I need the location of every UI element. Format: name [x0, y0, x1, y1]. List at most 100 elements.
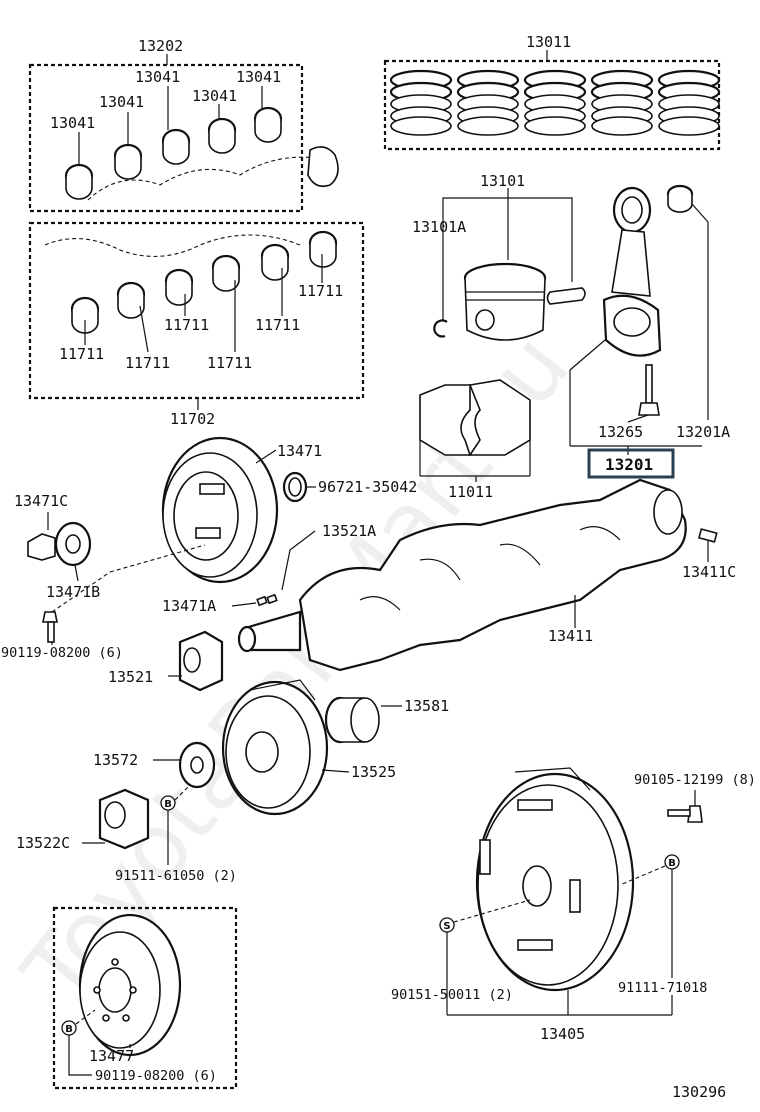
crank-timing-gear: 13521: [108, 630, 224, 692]
thrust-washers: 11011: [419, 379, 531, 501]
bearing-shell: [253, 106, 283, 143]
piston-ring-set: 13011: [383, 33, 721, 151]
label-13041: 13041: [135, 68, 180, 86]
label-13572: 13572: [93, 751, 138, 769]
bearing-shell: [113, 143, 143, 180]
marker-b-91511: B 91511-61050 (2): [115, 784, 237, 884]
drive-plate: 13405: [475, 767, 635, 1043]
crank-sleeve: 13581: [324, 696, 449, 744]
label-13201: 13201: [605, 455, 653, 474]
piston-ring: [591, 116, 653, 136]
label-11011: 11011: [448, 483, 493, 501]
piston-ring: [658, 116, 720, 136]
crank-pin: 13411C: [682, 528, 736, 581]
label-90119-08200-bottom: 90119-08200 (6): [95, 1068, 217, 1084]
label-13202: 13202: [138, 37, 183, 55]
label-13041: 13041: [236, 68, 281, 86]
connecting-rod: [602, 186, 662, 357]
highlight-box-13201: [587, 448, 675, 479]
label-91111-71018: 91111-71018: [618, 980, 707, 996]
piston-ring-stack: [523, 69, 587, 136]
piston: [463, 262, 547, 341]
label-90105-12199: 90105-12199 (8): [634, 772, 756, 788]
oil-pump-drive-pulley: 13525: [221, 679, 396, 816]
bearing-shell: [161, 128, 191, 165]
upper-bearing-box: [28, 63, 304, 213]
bearing-shell: [116, 281, 146, 319]
crankshaft: 13411: [237, 478, 687, 672]
label-13471B: 13471B: [46, 583, 100, 601]
crank-damper-pulley: 13471: [161, 436, 322, 584]
marker-b-text: B: [65, 1024, 73, 1035]
label-13525: 13525: [351, 763, 396, 781]
crank-silhouette: [87, 156, 331, 201]
label-13471C: 13471C: [14, 492, 68, 510]
piston-assembly: 13101 13101A: [412, 172, 730, 479]
label-11711: 11711: [125, 354, 170, 372]
label-13265: 13265: [598, 423, 643, 441]
label-90119-08200-top: 90119-08200 (6): [1, 645, 123, 661]
label-13041: 13041: [50, 114, 95, 132]
label-11702: 11702: [170, 410, 215, 428]
label-11711: 11711: [255, 316, 300, 334]
label-96721-35042: 96721-35042: [318, 478, 417, 496]
label-11711: 11711: [164, 316, 209, 334]
marker-s-text: S: [443, 921, 450, 932]
ring-stacks: [389, 69, 721, 136]
piston-ring-stack: [389, 69, 453, 136]
lower-bearing-group: 11711 11711 11711 11711 11711 11711 1170…: [28, 221, 365, 428]
bearing-shell: [260, 243, 290, 281]
piston-ring: [524, 116, 586, 136]
label-13101A: 13101A: [412, 218, 466, 236]
woodruff-keys: 13521A 13471A: [162, 522, 376, 615]
label-13521A: 13521A: [322, 522, 376, 540]
piston-ring-stack: [590, 69, 654, 136]
label-13405: 13405: [540, 1025, 585, 1043]
lower-pulley-box-frame: [52, 906, 238, 1090]
drive-plate-bolt: 90105-12199 (8): [634, 772, 756, 823]
pulley-seal-ring: 96721-35042: [282, 471, 417, 503]
piston-pin: [546, 287, 586, 305]
label-13101: 13101: [480, 172, 525, 190]
pulley-bolt: 90119-08200 (6): [1, 571, 123, 661]
upper-bearing-group: 13202 13041 13041 13041 13041 13041: [28, 37, 339, 213]
crank-gear-c: 13522C: [16, 788, 150, 852]
conrod-bolt: [638, 364, 660, 416]
label-90151-50011: 90151-50011 (2): [391, 987, 513, 1003]
piston-ring-stack: [456, 69, 520, 136]
bearing-shell: [308, 230, 338, 268]
crank-silhouette-lower: [44, 234, 301, 257]
marker-b-91111: B 91111-71018: [618, 854, 707, 996]
label-13201A: 13201A: [676, 423, 730, 441]
label-13041: 13041: [192, 87, 237, 105]
label-11711: 11711: [59, 345, 104, 363]
bearing-shell: [211, 254, 241, 292]
marker-b-text: B: [668, 858, 676, 869]
marker-s-90151: S 90151-50011 (2): [391, 899, 673, 1016]
crank-end-shape: [307, 146, 339, 188]
crank-plate: 13572: [93, 741, 216, 789]
lower-pulley-box: 13477 B 90119-08200 (6): [52, 906, 238, 1090]
label-91511-61050: 91511-61050 (2): [115, 868, 237, 884]
piston-ring: [390, 116, 452, 136]
marker-b-text: B: [164, 799, 172, 810]
bearing-shell: [207, 117, 237, 154]
label-13041: 13041: [99, 93, 144, 111]
piston-ring-stack: [657, 69, 721, 136]
label-13471: 13471: [277, 442, 322, 460]
label-13411C: 13411C: [682, 563, 736, 581]
bearing-shell: [64, 163, 94, 200]
snap-ring: [433, 319, 448, 338]
conrod-bearing: [666, 184, 694, 213]
label-11711: 11711: [207, 354, 252, 372]
piston-ring: [457, 116, 519, 136]
label-13011: 13011: [526, 33, 571, 51]
label-13522C: 13522C: [16, 834, 70, 852]
label-13477: 13477: [89, 1047, 134, 1065]
bearing-shell: [164, 268, 194, 306]
lower-bearing-box: [28, 221, 365, 400]
diagram-number: 130296: [672, 1083, 726, 1101]
label-13411: 13411: [548, 627, 593, 645]
label-13521: 13521: [108, 668, 153, 686]
